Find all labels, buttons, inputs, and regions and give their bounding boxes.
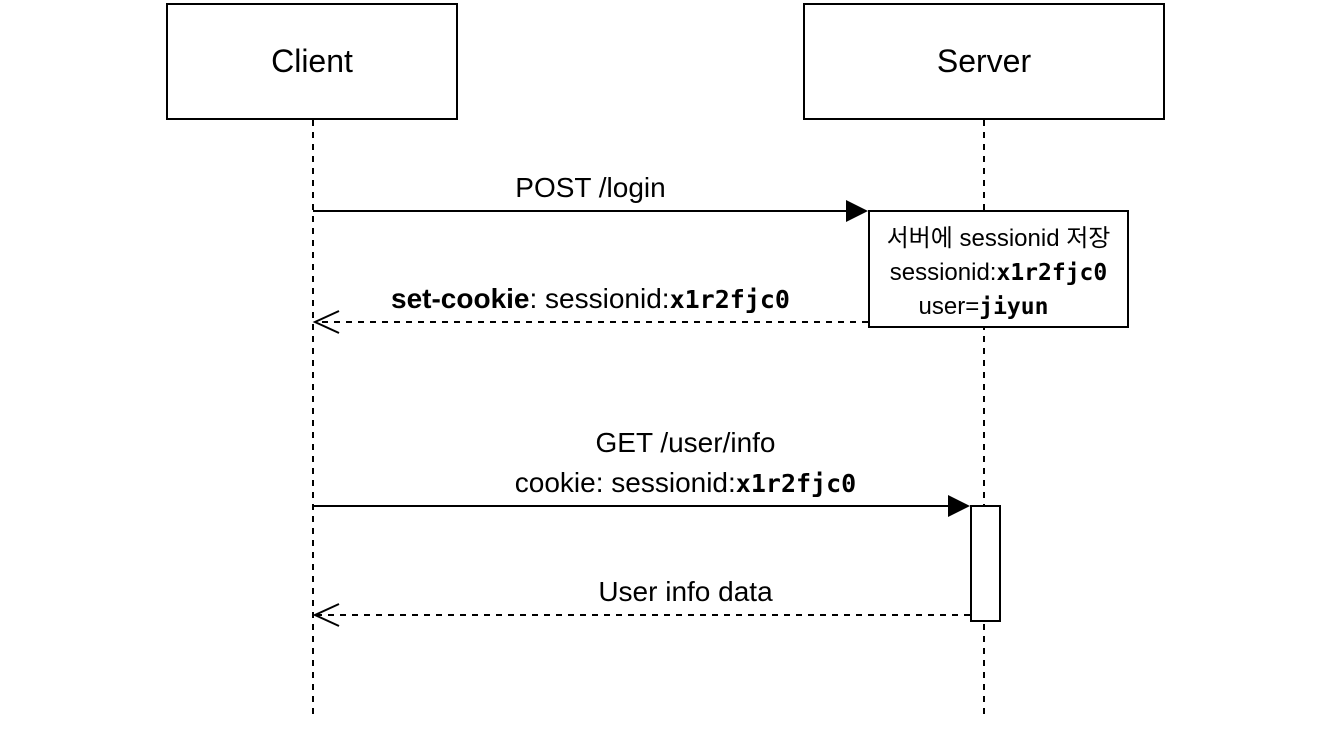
- get-user-info-cookie-line: cookie: sessionid:x1r2fjc0: [313, 463, 1058, 504]
- set-cookie-text: : sessionid:: [529, 283, 670, 314]
- set-cookie-session-value: x1r2fjc0: [669, 285, 790, 314]
- set-cookie-header-name: set-cookie: [391, 283, 530, 314]
- note-user-line: user=jiyun: [870, 290, 1127, 324]
- get-user-info-arrowhead: [948, 495, 970, 517]
- get-user-info-request-line: GET /user/info: [595, 427, 776, 458]
- note-session-label: sessionid:: [889, 259, 997, 286]
- note-session-value: x1r2fjc0: [996, 260, 1108, 286]
- server-actor-label: Server: [936, 43, 1032, 79]
- note-title: 서버에 sessionid 저장: [886, 225, 1111, 252]
- session-store-note: 서버에 sessionid 저장 sessionid:x1r2fjc0 user…: [868, 210, 1129, 328]
- post-login-label: POST /login: [313, 168, 868, 208]
- user-info-data-text: User info data: [598, 576, 773, 607]
- set-cookie-arrowhead: [312, 310, 340, 334]
- server-actor-box: Server: [803, 3, 1165, 120]
- note-user-label: user=: [918, 293, 980, 320]
- user-info-data-label: User info data: [313, 572, 1058, 612]
- client-actor-box: Client: [166, 3, 458, 120]
- note-user-value: jiyun: [979, 294, 1049, 320]
- client-actor-label: Client: [271, 43, 353, 79]
- set-cookie-label: set-cookie: sessionid:x1r2fjc0: [313, 279, 868, 320]
- post-login-arrowhead: [846, 200, 868, 222]
- get-user-info-cookie-text: cookie: sessionid:: [514, 467, 736, 498]
- get-user-info-cookie-value: x1r2fjc0: [735, 469, 857, 498]
- note-session-line: sessionid:x1r2fjc0: [870, 256, 1127, 290]
- server-activation-bar: [970, 505, 1001, 622]
- post-login-text: POST /login: [515, 172, 666, 203]
- user-info-data-arrowhead: [312, 603, 340, 627]
- get-user-info-label: GET /user/info cookie: sessionid:x1r2fjc…: [313, 423, 1058, 504]
